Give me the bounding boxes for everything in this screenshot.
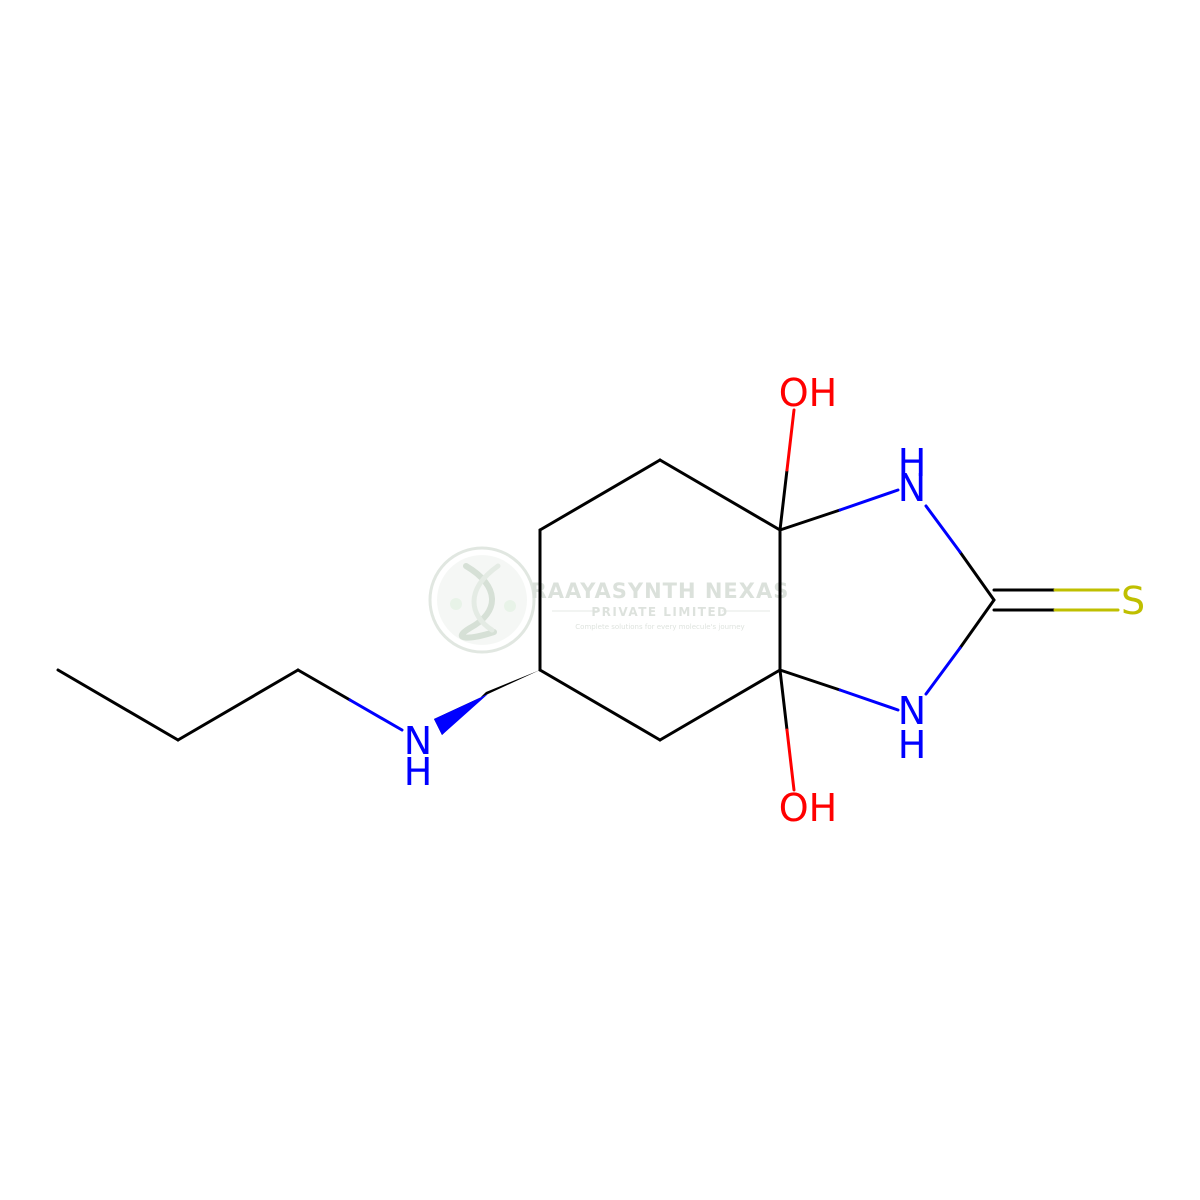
bond-propyl-ch2-n-blue: [348, 698, 404, 732]
bond-ring-c7a-c7: [658, 668, 782, 742]
bond-c3a-oh-red: [785, 408, 796, 472]
bond-c7a-oh-red: [785, 728, 796, 792]
atom-amine-h: H: [404, 750, 433, 794]
atom-amine-n: N: [404, 719, 432, 763]
bond-propyl-ch2-ch2: [176, 668, 300, 742]
atom-nh-top-n: N: [898, 466, 926, 510]
hetero-bonds: [348, 408, 1120, 792]
watermark-logo-ring: [428, 546, 536, 654]
bond-n-c2-top-black: [958, 550, 996, 602]
bond-c7a-n-blue: [838, 688, 900, 712]
atom-nh-bottom-n: N: [898, 689, 926, 733]
bond-c3a-oh-black: [778, 468, 789, 532]
bond-propyl-ch3-ch2: [56, 668, 180, 742]
watermark-subtitle: PRIVATE LIMITED: [591, 605, 728, 619]
bond-c7a-oh-black: [778, 668, 789, 732]
atom-nh-bottom-h: H: [898, 723, 927, 767]
bond-c3a-n-black: [778, 508, 842, 532]
bond-n-c2-top-blue: [924, 504, 962, 554]
watermark-dna-icon: [459, 563, 497, 641]
bond-ring-c3-c3a: [658, 458, 782, 532]
atom-labels: OH H N S N H OH N H: [404, 371, 1145, 830]
bond-c3a-n-blue: [838, 488, 900, 512]
watermark-logo-disc: [437, 555, 527, 645]
bond-n-c2-bottom-black: [958, 598, 996, 650]
watermark-company: RAAYASYNTH NEXAS: [531, 579, 790, 603]
bond-c7a-n-black: [778, 668, 842, 692]
atom-oh-bottom: OH: [779, 786, 837, 830]
bond-ring-c4-c3: [538, 458, 662, 532]
bond-ring-c7-c6: [538, 668, 662, 742]
bond-propyl-ch2-n-black: [296, 668, 352, 702]
wedge-bond-stereo-blue: [434, 694, 488, 735]
atom-sulfur: S: [1121, 579, 1145, 623]
bond-n-c2-bottom-blue: [924, 646, 962, 696]
atom-oh-top: OH: [779, 371, 837, 415]
carbon-bonds: [56, 458, 1057, 742]
watermark-tagline: Complete solutions for every molecule's …: [575, 623, 744, 631]
atom-nh-top-h: H: [898, 441, 927, 485]
watermark: RAAYASYNTH NEXAS PRIVATE LIMITED Complet…: [428, 546, 790, 654]
